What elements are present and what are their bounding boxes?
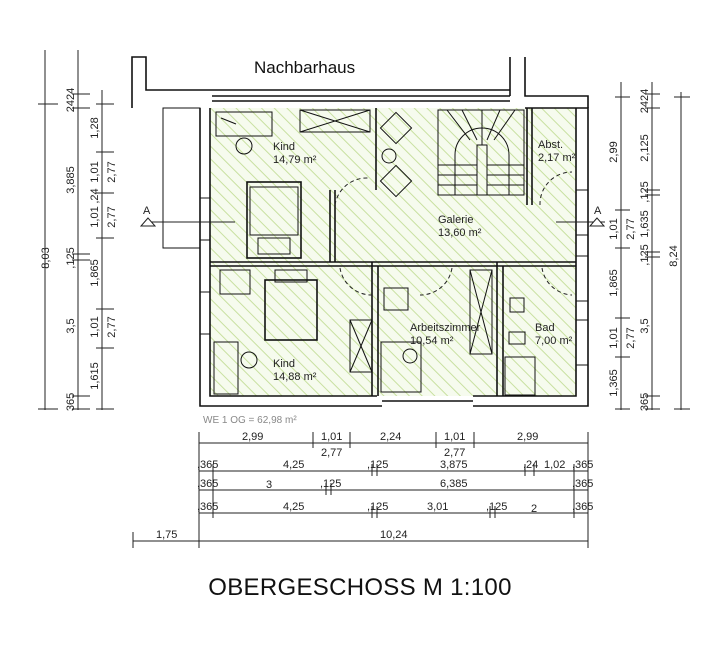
room-area-arbeitszimmer: 10,54 m²: [410, 335, 454, 347]
room-area-bad: 7,00 m²: [535, 335, 573, 347]
dim-left-inner-3: 1,01: [89, 206, 101, 227]
dim-b2-4: ,24: [523, 459, 538, 471]
dim-left-mid-0: 2424: [65, 88, 77, 112]
dim-right-mid-5: 3,5: [639, 318, 651, 333]
dim-b4-1: 4,25: [283, 501, 304, 513]
furniture: [213, 109, 536, 396]
neighbor-house-outline: [131, 56, 589, 108]
dim-right-inner-4: 1,365: [608, 369, 620, 397]
room-name-bad: Bad: [535, 322, 555, 334]
doors: [334, 171, 573, 296]
dim-right-mid-3: 1,635: [639, 210, 651, 238]
dim-b1-2: 2,24: [380, 431, 401, 443]
interior-walls: [210, 108, 576, 396]
room-name-arbeitszimmer: Arbeitszimmer: [410, 322, 481, 334]
room-name-abst: Abst.: [538, 139, 563, 151]
bottom-dimension-lines: [132, 432, 589, 548]
room-area-kind-1: 14,79 m²: [273, 154, 317, 166]
dim-right-mid-4: ,125: [639, 244, 651, 265]
dim-total-1: 10,24: [380, 529, 408, 541]
dim-right-inner-1: 1,01: [608, 218, 620, 239]
section-line-a: [139, 217, 606, 227]
dim-right-inner-0: 2,99: [608, 141, 620, 162]
dim-b2-3: 3,875: [440, 459, 468, 471]
area-summary: WE 1 OG = 62,98 m²: [203, 415, 297, 426]
dim-b1-4: 2,99: [517, 431, 538, 443]
dim-right-outer: 8,24: [668, 245, 680, 266]
dim-left-inner-sub-2: 2,77: [106, 316, 118, 337]
dim-b2-6: ,365: [572, 459, 593, 471]
dim-left-mid-3: 3,5: [65, 318, 77, 333]
dim-right-mid-6: 365: [639, 393, 651, 411]
dim-right-inner-sub-1: 2,77: [625, 327, 637, 348]
dim-left-mid-2: ,125: [65, 247, 77, 268]
dim-b4-2: ,125: [367, 501, 388, 513]
room-area-galerie: 13,60 m²: [438, 227, 482, 239]
dim-left-inner-5: 1,01: [89, 316, 101, 337]
section-marker-right: A: [594, 205, 602, 217]
dim-b3-4: ,365: [572, 478, 593, 490]
dim-b2-5: 1,02: [544, 459, 565, 471]
dim-b3-3: 6,385: [440, 478, 468, 490]
neighbor-house-label: Nachbarhaus: [254, 58, 356, 77]
section-marker-left: A: [143, 205, 151, 217]
staircase: [437, 109, 525, 196]
dim-right-inner-3: 1,01: [608, 327, 620, 348]
dim-b1-sub-0: 2,77: [321, 447, 342, 459]
dim-b1-1: 1,01: [321, 431, 342, 443]
dim-b3-0: ,365: [197, 478, 218, 490]
dim-right-mid-1: 2,125: [639, 134, 651, 162]
drawing-title: OBERGESCHOSS M 1:100: [208, 574, 512, 601]
dim-left-inner-sub-0: 2,77: [106, 161, 118, 182]
dim-left-inner-4: 1,865: [89, 259, 101, 287]
dim-b4-4: ,125: [486, 501, 507, 513]
dim-total-0: 1,75: [156, 529, 177, 541]
dim-left-outer: 8,03: [40, 247, 52, 268]
dim-b3-1: 3: [266, 479, 272, 491]
exterior-walls: [162, 107, 589, 407]
dim-b1-0: 2,99: [242, 431, 263, 443]
dim-left-inner-6: 1,615: [89, 362, 101, 390]
dim-right-mid-0: 2424: [639, 89, 651, 113]
dim-b4-3: 3,01: [427, 501, 448, 513]
floor-hatch: [210, 108, 576, 396]
room-area-kind-2: 14,88 m²: [273, 371, 317, 383]
dim-b3-2: ,125: [320, 478, 341, 490]
dim-left-inner-2: ,24: [89, 188, 101, 203]
dim-left-inner-sub-1: 2,77: [106, 206, 118, 227]
dim-b4-6: ,365: [572, 501, 593, 513]
dim-b1-sub-1: 2,77: [444, 447, 465, 459]
dim-left-mid-1: 3,885: [65, 166, 77, 194]
room-area-abst: 2,17 m²: [538, 152, 576, 164]
dim-right-mid-2: ,125: [639, 181, 651, 202]
dim-b4-5: 2: [531, 503, 537, 515]
dim-left-mid-4: 365: [65, 393, 77, 411]
dim-b4-0: ,365: [197, 501, 218, 513]
dim-left-inner-1: 1,01: [89, 161, 101, 182]
dim-b1-3: 1,01: [444, 431, 465, 443]
room-name-kind-1: Kind: [273, 141, 295, 153]
dim-b2-2: ,125: [367, 459, 388, 471]
room-name-galerie: Galerie: [438, 214, 473, 226]
dim-b2-0: ,365: [197, 459, 218, 471]
right-dimension-lines: [615, 82, 690, 410]
dim-b2-1: 4,25: [283, 459, 304, 471]
dim-left-inner-0: 1,28: [89, 117, 101, 138]
left-dimension-lines: [38, 50, 114, 410]
dim-right-inner-2: 1,865: [608, 269, 620, 297]
dim-right-inner-sub-0: 2,77: [625, 218, 637, 239]
room-name-kind-2: Kind: [273, 358, 295, 370]
